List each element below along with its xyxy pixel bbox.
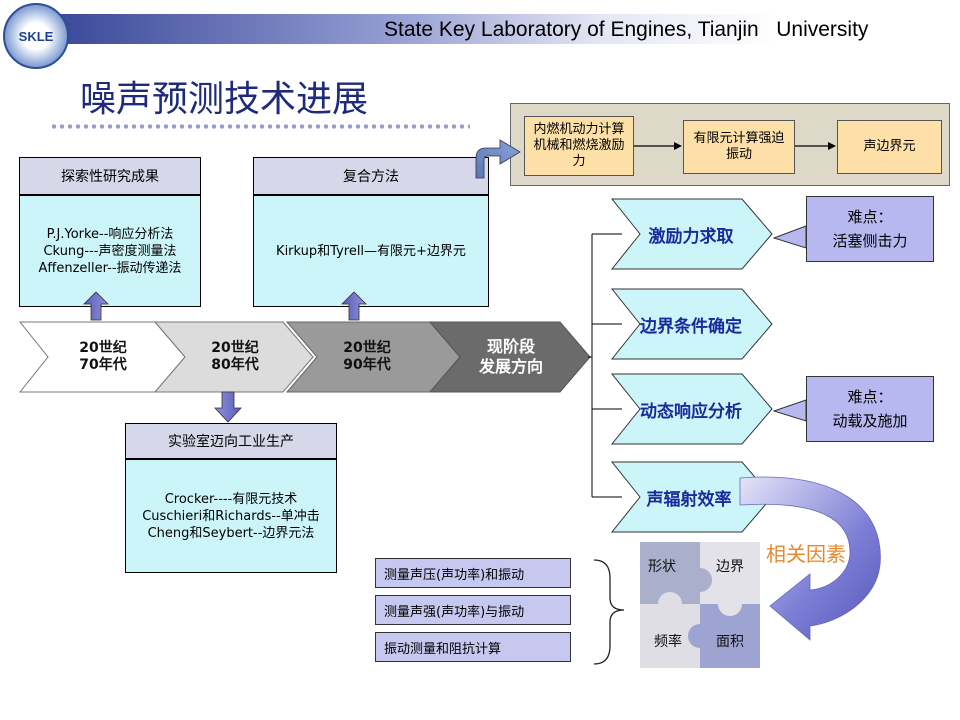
timeline-line1: 20世纪 <box>79 340 127 356</box>
timeline-line1: 现阶段 <box>486 337 535 356</box>
timeline-line2: 80年代 <box>211 357 259 373</box>
up-arrow-research <box>83 291 109 321</box>
lab-line: Cuschieri和Richards--单冲击 <box>142 508 320 524</box>
down-arrow-lab <box>214 391 242 423</box>
timeline-line1: 20世纪 <box>343 340 391 356</box>
timeline-chevron-80s <box>153 321 314 393</box>
factor-area: 面积 <box>716 634 744 650</box>
lab-name: State Key Laboratory of Engines, Tianjin… <box>384 18 869 41</box>
flow-stage-bem: 声边界元 <box>837 120 942 174</box>
flow-stage-label: 有限元计算强迫振动 <box>693 131 785 162</box>
flow-stage-fem: 有限元计算强迫振动 <box>683 120 795 174</box>
up-arrow-composite <box>341 291 367 321</box>
puzzle-knob-4 <box>688 624 712 648</box>
difficulty-line1: 难点： <box>847 388 893 406</box>
research-line: Affenzeller--振动传递法 <box>38 260 182 276</box>
lab-logo: SKLE <box>3 3 69 69</box>
flow-stage-excitation: 内燃机动力计算机械和燃烧激励力 <box>524 116 634 176</box>
factor-boundary: 边界 <box>716 559 744 575</box>
timeline-line2: 70年代 <box>79 357 127 373</box>
difficulty-line2: 动载及施加 <box>832 412 908 430</box>
lab-box-head: 实验室迈向工业生产 <box>125 423 337 459</box>
direction-label-excitation: 激励力求取 <box>648 226 734 247</box>
timeline-line2: 发展方向 <box>478 357 543 376</box>
header-bar <box>60 14 960 44</box>
flow-arrow-2-head <box>828 142 836 150</box>
puzzle-knob-2 <box>718 592 742 616</box>
measurement-brace <box>593 559 625 665</box>
puzzle-knob-3 <box>658 592 682 616</box>
lab-line: Cheng和Seybert--边界元法 <box>147 525 315 541</box>
measurement-item: 测量声压(声功率)和振动 <box>375 558 571 588</box>
measurement-item: 测量声强(声功率)与振动 <box>375 595 571 625</box>
factor-frequency: 频率 <box>654 634 682 650</box>
bent-arrow-to-flow <box>475 139 521 179</box>
difficulty-box-piston: 难点： 活塞侧击力 <box>806 196 934 262</box>
direction-label-boundary: 边界条件确定 <box>640 316 742 337</box>
lab-line: Crocker----有限元技术 <box>164 491 298 507</box>
timeline-chevron-now <box>428 321 591 393</box>
puzzle-knob-1 <box>688 568 712 592</box>
difficulty-line2: 活塞侧击力 <box>832 232 908 250</box>
measurement-item: 振动测量和阻抗计算 <box>375 632 571 662</box>
composite-box-head: 复合方法 <box>253 157 489 195</box>
research-box-head: 探索性研究成果 <box>19 157 201 195</box>
difficulty-line1: 难点： <box>847 208 893 226</box>
page-title: 噪声预测技术进展 <box>80 79 369 120</box>
research-line: Ckung---声密度测量法 <box>43 243 177 259</box>
title-underline-dots <box>50 124 470 129</box>
lab-box-body: Crocker----有限元技术 Cuschieri和Richards--单冲击… <box>125 459 337 573</box>
timeline-label-now: 现阶段发展方向 <box>452 335 570 379</box>
flow-stage-label: 内燃机动力计算机械和燃烧激励力 <box>533 122 625 169</box>
composite-line: Kirkup和Tyrell—有限元+边界元 <box>276 243 466 259</box>
timeline-line1: 20世纪 <box>211 340 259 356</box>
logo-text: SKLE <box>18 29 54 44</box>
difficulty-box-load: 难点： 动载及施加 <box>806 376 934 442</box>
direction-label-radiation: 声辐射效率 <box>646 489 732 510</box>
direction-label-response: 动态响应分析 <box>640 401 742 422</box>
direction-shape-2 <box>610 288 773 360</box>
timeline-line2: 90年代 <box>343 357 391 373</box>
research-box-body: P.J.Yorke--响应分析法 Ckung---声密度测量法 Affenzel… <box>19 195 201 307</box>
direction-shape-3 <box>610 373 773 445</box>
direction-shape-4 <box>610 461 773 533</box>
research-line: P.J.Yorke--响应分析法 <box>46 226 174 242</box>
related-factors-label: 相关因素 <box>766 542 846 566</box>
curved-arrow-related <box>739 476 881 641</box>
flow-stage-label: 声边界元 <box>863 139 916 154</box>
callout-pointer-1 <box>772 225 807 249</box>
callout-pointer-2 <box>772 399 807 422</box>
composite-box-body: Kirkup和Tyrell—有限元+边界元 <box>253 195 489 307</box>
direction-shape-1 <box>610 198 773 270</box>
factor-shape: 形状 <box>648 559 676 575</box>
flow-arrow-1-head <box>674 142 682 150</box>
